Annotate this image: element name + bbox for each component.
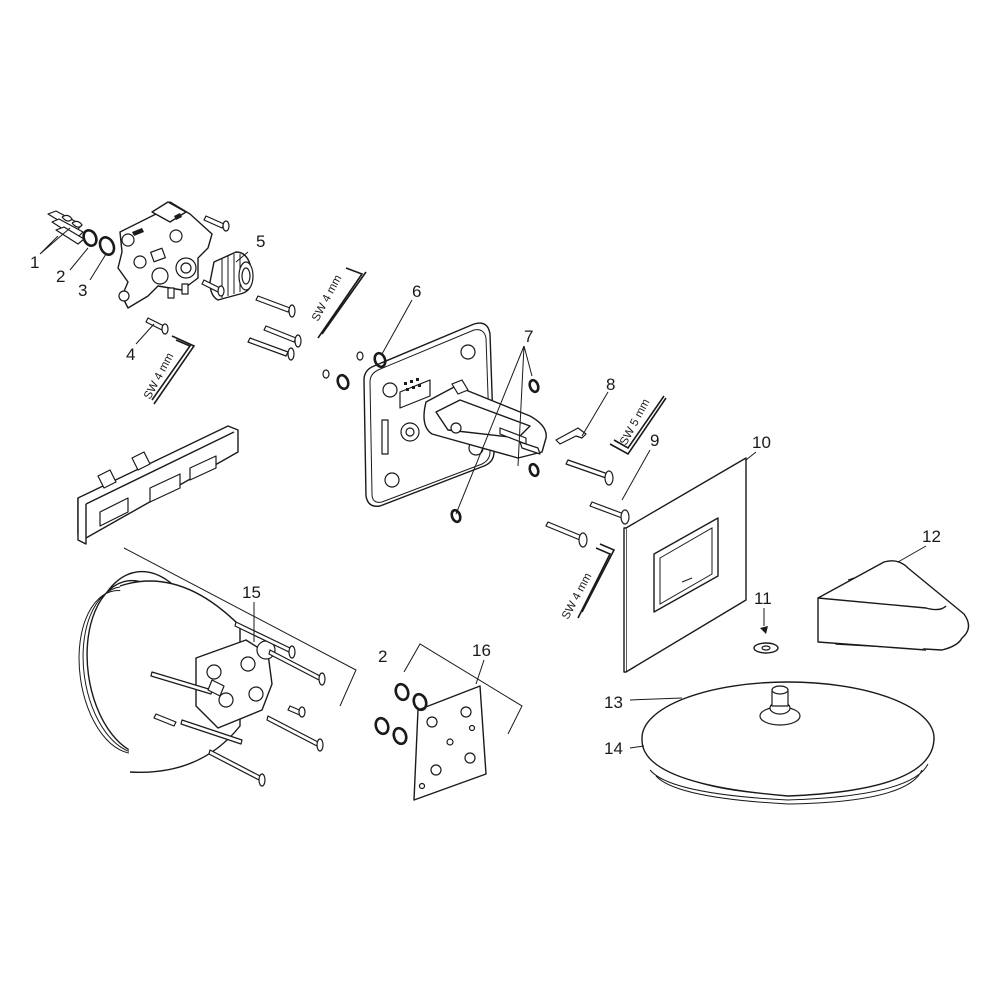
part-label-4: 4 — [126, 345, 135, 364]
part-label-12: 12 — [922, 527, 941, 546]
hex-key-2 — [317, 267, 367, 339]
part-label-3: 3 — [78, 281, 87, 300]
wrench-label-1: SW 4 mm — [142, 351, 176, 401]
part-label-14: 14 — [604, 739, 623, 758]
hex-key-3 — [609, 395, 667, 456]
part-1-fittings — [47, 210, 85, 245]
part-label-11: 11 — [754, 589, 772, 608]
part-label-5: 5 — [256, 232, 265, 251]
part-15-housing — [78, 570, 326, 787]
part-7-swivel-arm — [423, 378, 547, 524]
part-label-9: 9 — [650, 431, 659, 450]
part-11-nut — [753, 626, 779, 654]
valve-screws — [145, 215, 302, 361]
part-9-screws — [545, 501, 630, 548]
part-label-16: 16 — [472, 641, 491, 660]
part-13-14-shower-head — [641, 681, 935, 805]
part-label-6: 6 — [412, 282, 421, 301]
part-labels: 1 2 3 4 5 6 7 8 9 10 11 12 13 14 15 16 2 — [30, 232, 941, 758]
part-label-2b: 2 — [378, 647, 387, 666]
part-2-3-o-rings — [82, 229, 116, 256]
valve-body — [117, 201, 213, 309]
mounting-channel — [77, 425, 239, 545]
part-10-cover-plate — [623, 457, 747, 673]
wrench-label-2: SW 4 mm — [310, 273, 344, 323]
part-label-2: 2 — [56, 267, 65, 286]
part-label-15: 15 — [242, 583, 261, 602]
part-label-8: 8 — [606, 375, 615, 394]
hex-key-4 — [577, 543, 616, 619]
wrench-label-3: SW 5 mm — [618, 397, 652, 447]
part-label-1: 1 — [30, 253, 39, 272]
part-label-10: 10 — [752, 433, 771, 452]
leader-lines — [39, 227, 927, 749]
hex-key-1 — [151, 335, 196, 405]
part-5-thread-adapter — [209, 251, 254, 301]
part-16-mounting-plate — [374, 682, 487, 801]
part-label-7: 7 — [524, 327, 533, 346]
part-12-wedge-cover — [817, 560, 970, 651]
part-label-13: 13 — [604, 693, 623, 712]
part-8-clip — [555, 427, 614, 486]
